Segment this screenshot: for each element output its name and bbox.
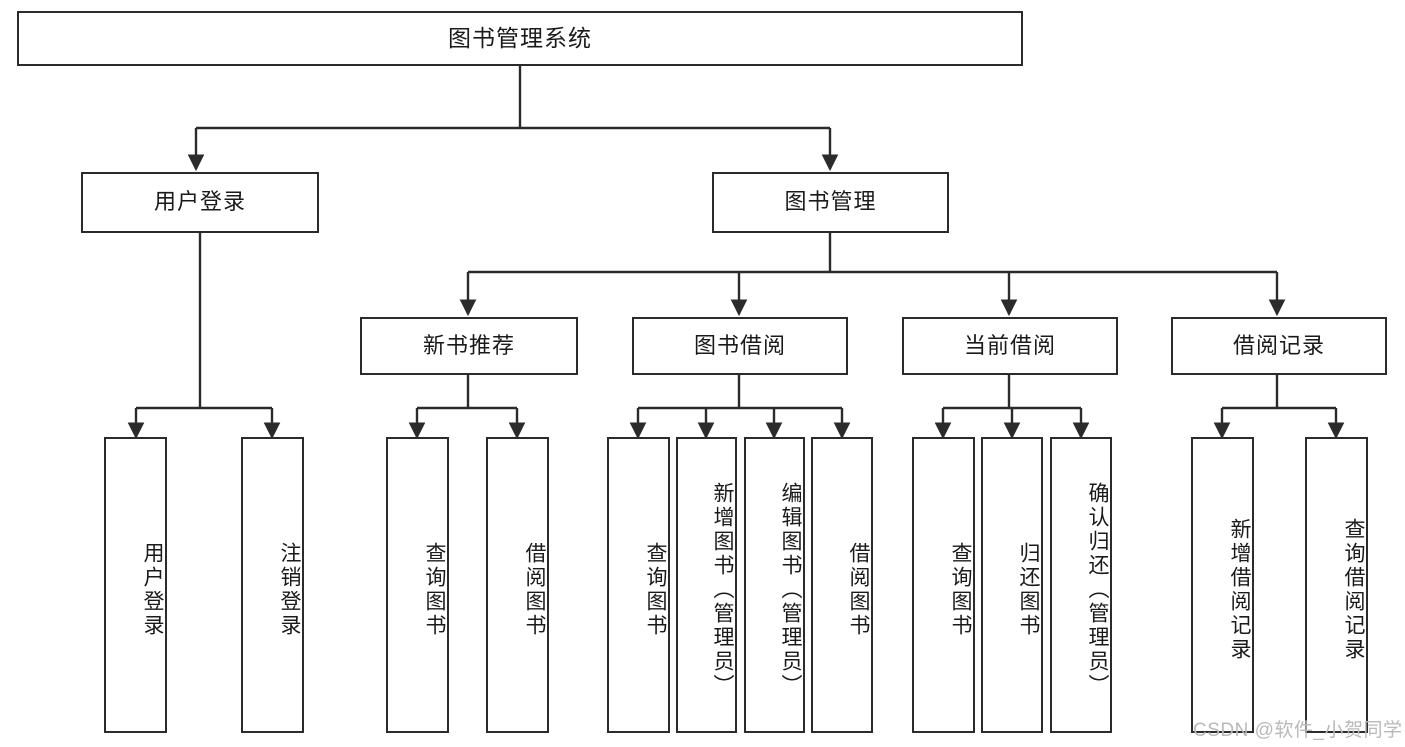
node-book-borrow[interactable]: 图书借阅	[632, 317, 848, 375]
node-leaf-query-book-2[interactable]: 查询图书	[607, 437, 670, 733]
node-leaf-query-record[interactable]: 查询借阅记录	[1305, 437, 1368, 733]
node-book-management[interactable]: 图书管理	[712, 172, 949, 233]
node-leaf-query-book-1[interactable]: 查询图书	[386, 437, 449, 733]
node-user-login[interactable]: 用户登录	[81, 172, 319, 233]
node-leaf-borrow-book-1[interactable]: 借阅图书	[486, 437, 549, 733]
node-leaf-confirm-return[interactable]: 确认归还（管理员）	[1050, 437, 1112, 733]
node-leaf-user-login[interactable]: 用户登录	[104, 437, 167, 733]
node-root[interactable]: 图书管理系统	[17, 11, 1023, 66]
node-new-book-recommend[interactable]: 新书推荐	[360, 317, 578, 375]
node-leaf-add-book[interactable]: 新增图书（管理员）	[676, 437, 737, 733]
node-current-borrow[interactable]: 当前借阅	[902, 317, 1118, 375]
node-borrow-record[interactable]: 借阅记录	[1171, 317, 1387, 375]
node-leaf-borrow-book-2[interactable]: 借阅图书	[811, 437, 873, 733]
node-leaf-return-book[interactable]: 归还图书	[981, 437, 1043, 733]
node-leaf-edit-book[interactable]: 编辑图书（管理员）	[744, 437, 805, 733]
csdn-watermark: CSDN @软件_小贺同学	[1193, 720, 1403, 741]
node-leaf-add-record[interactable]: 新增借阅记录	[1191, 437, 1254, 733]
node-leaf-user-logout[interactable]: 注销登录	[241, 437, 304, 733]
node-leaf-query-book-3[interactable]: 查询图书	[912, 437, 975, 733]
